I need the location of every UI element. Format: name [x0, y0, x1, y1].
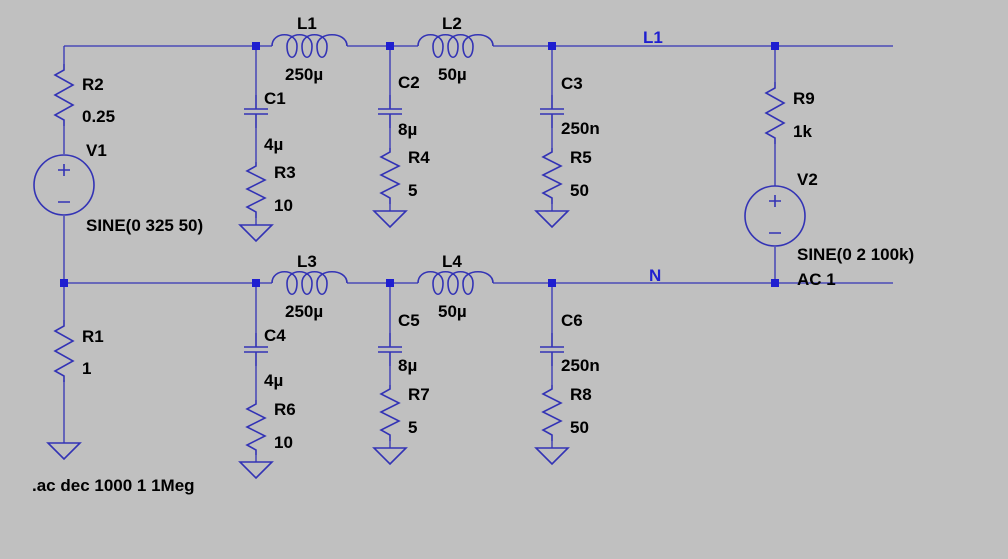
wires [63, 45, 893, 462]
label-R9-value: 1k [793, 122, 812, 141]
label-C3-name: C3 [561, 74, 583, 93]
spice-directive[interactable]: .ac dec 1000 1 1Meg [32, 476, 195, 495]
resistor-R6[interactable] [245, 400, 267, 455]
inductor-L1[interactable] [271, 33, 348, 59]
inductor-L4[interactable] [417, 270, 494, 296]
label-C1-name: C1 [264, 89, 286, 108]
capacitor-C2[interactable] [378, 95, 402, 128]
label-L2-name: L2 [442, 14, 462, 33]
label-C5-value: 8µ [398, 356, 417, 375]
label-L1-name: L1 [297, 14, 317, 33]
label-C1-value: 4µ [264, 135, 283, 154]
ground-symbol [46, 210, 570, 480]
label-C3-value: 250n [561, 119, 600, 138]
label-L3-value: 250µ [285, 302, 323, 321]
label-R7-name: R7 [408, 385, 430, 404]
capacitor-C1[interactable] [244, 95, 268, 128]
junctions [60, 42, 779, 287]
label-L2-value: 50µ [438, 65, 467, 84]
capacitor-C4[interactable] [244, 333, 268, 366]
label-R1-value: 1 [82, 359, 91, 378]
resistor-R3[interactable] [245, 162, 267, 218]
label-R5-value: 50 [570, 181, 589, 200]
label-V2-name: V2 [797, 170, 818, 189]
inductor-L2[interactable] [417, 33, 494, 59]
resistor-R7[interactable] [379, 385, 401, 441]
label-L3-name: L3 [297, 252, 317, 271]
label-R2-name: R2 [82, 75, 104, 94]
label-L1-value: 250µ [285, 65, 323, 84]
label-R6-name: R6 [274, 400, 296, 419]
label-R1-name: R1 [82, 327, 104, 346]
label-C2-name: C2 [398, 73, 420, 92]
label-R7-value: 5 [408, 418, 417, 437]
label-V1-value: SINE(0 325 50) [86, 216, 203, 235]
inductor-L3[interactable] [271, 270, 348, 296]
label-R8-name: R8 [570, 385, 592, 404]
resistor-R8[interactable] [541, 385, 563, 441]
voltage-source-V1[interactable] [33, 154, 95, 216]
capacitor-C3[interactable] [540, 95, 564, 128]
resistor-R5[interactable] [541, 148, 563, 204]
label-C6-value: 250n [561, 356, 600, 375]
label-R4-name: R4 [408, 148, 430, 167]
capacitor-C5[interactable] [378, 333, 402, 366]
label-R3-value: 10 [274, 196, 293, 215]
label-V2-ac: AC 1 [797, 270, 836, 289]
label-V2-value: SINE(0 2 100k) [797, 245, 914, 264]
label-C6-name: C6 [561, 311, 583, 330]
capacitor-C6[interactable] [540, 333, 564, 366]
net-label-neutral: N [649, 266, 661, 285]
label-V1-name: V1 [86, 141, 107, 160]
resistor-R1[interactable] [53, 320, 75, 382]
net-label-line: L1 [643, 28, 663, 47]
label-C4-name: C4 [264, 326, 286, 345]
label-L4-value: 50µ [438, 302, 467, 321]
label-R5-name: R5 [570, 148, 592, 167]
label-R8-value: 50 [570, 418, 589, 437]
resistor-R4[interactable] [379, 148, 401, 204]
resistor-R9[interactable] [764, 82, 786, 144]
label-R6-value: 10 [274, 433, 293, 452]
label-R4-value: 5 [408, 181, 417, 200]
label-R9-name: R9 [793, 89, 815, 108]
label-C5-name: C5 [398, 311, 420, 330]
label-R3-name: R3 [274, 163, 296, 182]
label-R2-value: 0.25 [82, 107, 115, 126]
label-C2-value: 8µ [398, 120, 417, 139]
resistor-R2[interactable] [53, 64, 75, 126]
label-L4-name: L4 [442, 252, 462, 271]
label-C4-value: 4µ [264, 371, 283, 390]
voltage-source-V2[interactable] [744, 185, 806, 247]
